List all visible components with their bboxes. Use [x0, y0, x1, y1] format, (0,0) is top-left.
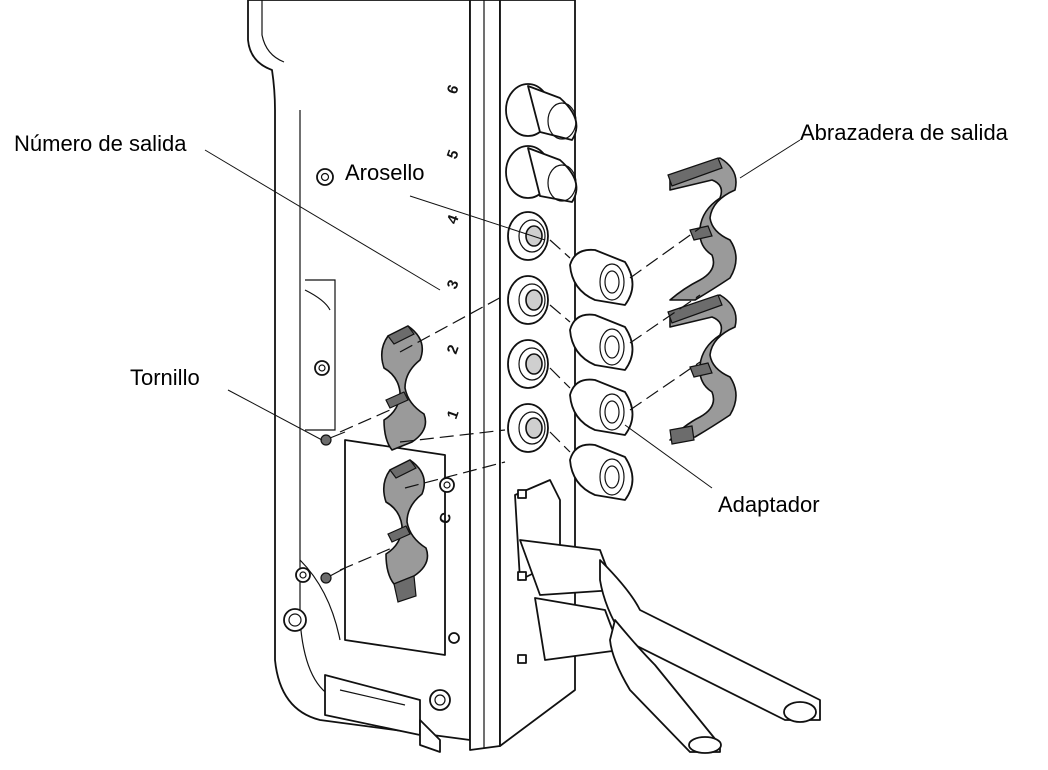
right-clamp-lower: [667, 294, 737, 445]
installed-adapters: [505, 83, 578, 203]
label-screw: Tornillo: [130, 365, 200, 390]
label-grommet: Arosello: [345, 160, 424, 185]
right-clamp-upper: [667, 157, 737, 301]
left-clamp-upper: [380, 325, 427, 451]
left-clamp-lower: [382, 459, 429, 603]
leader-lines: [204, 139, 801, 489]
leader-grommet: [409, 195, 546, 241]
label-output-clamp: Abrazadera de salida: [800, 120, 1009, 145]
callout-labels: Número de salida Arosello Abrazadera de …: [14, 120, 1009, 517]
leader-screw: [227, 389, 323, 441]
cable-fittings: [514, 479, 821, 754]
label-adapter: Adaptador: [718, 492, 820, 517]
leader-adapter: [624, 424, 713, 489]
leader-output-number: [204, 149, 441, 291]
grommets: [507, 211, 549, 453]
assembly-guide-lines: [339, 227, 701, 571]
label-output-number: Número de salida: [14, 131, 187, 156]
loose-screws: [320, 431, 346, 584]
leader-output-clamp: [739, 139, 801, 179]
panel-screw-holes: [283, 168, 460, 711]
loose-adapters: [569, 248, 634, 501]
